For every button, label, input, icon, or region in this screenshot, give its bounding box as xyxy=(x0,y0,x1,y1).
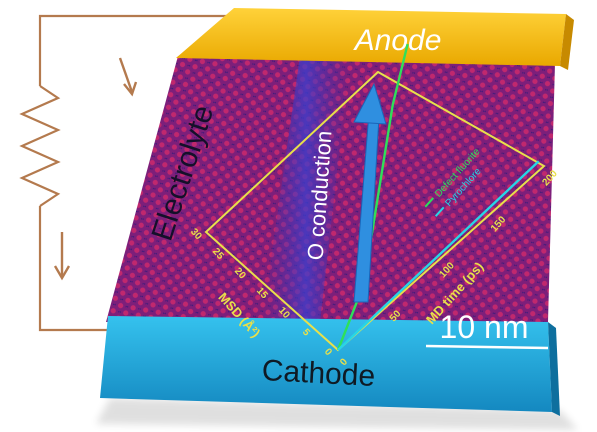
conduction-arrow xyxy=(353,82,387,303)
slab-shadow xyxy=(96,398,578,430)
scale-bar: 10 nm xyxy=(425,309,549,350)
series-line-0 xyxy=(336,43,409,351)
cathode-label: Cathode xyxy=(261,354,376,393)
anode-label: Anode xyxy=(353,24,442,57)
y-tick-label: 0 xyxy=(322,347,334,359)
conduction-streak xyxy=(262,56,350,322)
plot-frame xyxy=(204,70,546,352)
series-line-1 xyxy=(337,160,540,351)
anode-electrode: Anode xyxy=(176,8,574,70)
y-tick-label: 5 xyxy=(300,327,312,339)
current-arrow-top xyxy=(118,57,138,97)
x-tick-label: 0 xyxy=(338,356,350,368)
series-lines xyxy=(336,43,540,351)
legend-swatch-defect xyxy=(424,197,435,208)
cathode-electrode: Cathode xyxy=(100,316,560,416)
scale-bar-label: 10 nm xyxy=(440,309,529,345)
legend-swatch-pyrochlore xyxy=(434,206,445,217)
current-arrow-bottom xyxy=(53,232,71,281)
